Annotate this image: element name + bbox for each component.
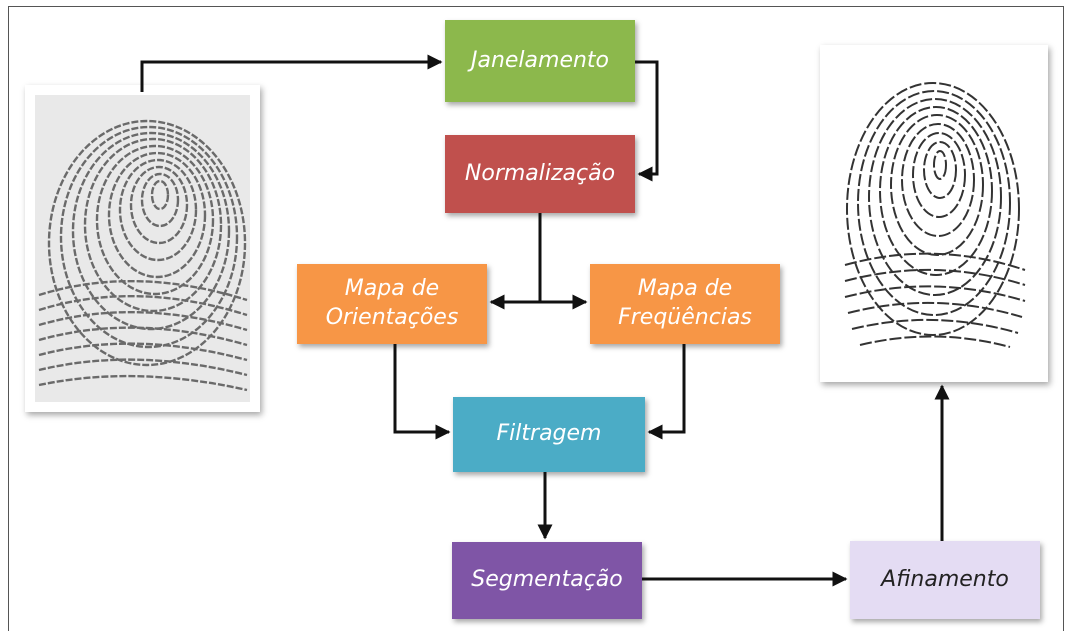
- arrow-frequencias-to-filtragem: [647, 344, 686, 440]
- filtragem-box: Filtragem: [453, 397, 645, 472]
- arrow-orientacoes-to-filtragem: [393, 344, 451, 440]
- afinamento-label: Afinamento: [881, 566, 1009, 592]
- orientacoes-label-line1: Mapa de: [344, 276, 440, 302]
- arrow-janelamento-to-normalizacao: [635, 60, 659, 182]
- filtragem-label: Filtragem: [496, 421, 602, 447]
- arrow-input-to-janelamento: [140, 54, 443, 92]
- frequencias-label-line1: Mapa de: [637, 276, 733, 302]
- orientacoes-box: Mapa de Orientações: [297, 264, 487, 344]
- janelamento-label: Janelamento: [470, 47, 610, 73]
- frequencias-box: Mapa de Freqüências: [590, 264, 780, 344]
- input-fingerprint-image: [25, 85, 260, 412]
- normalizacao-label: Normalização: [464, 160, 616, 186]
- segmentacao-label: Segmentação: [471, 567, 623, 593]
- frequencias-label-line2: Freqüências: [618, 305, 752, 330]
- diagram-frame: [8, 6, 1064, 631]
- janelamento-box: Janelamento: [445, 20, 635, 102]
- output-fingerprint-image: [820, 45, 1048, 382]
- fingerprint-raw-icon: [35, 95, 250, 402]
- normalizacao-box: Normalização: [445, 135, 635, 213]
- segmentacao-box: Segmentação: [452, 542, 642, 619]
- fingerprint-thinned-icon: [844, 82, 1026, 348]
- orientacoes-label-line2: Orientações: [325, 305, 459, 330]
- afinamento-box: Afinamento: [850, 541, 1040, 619]
